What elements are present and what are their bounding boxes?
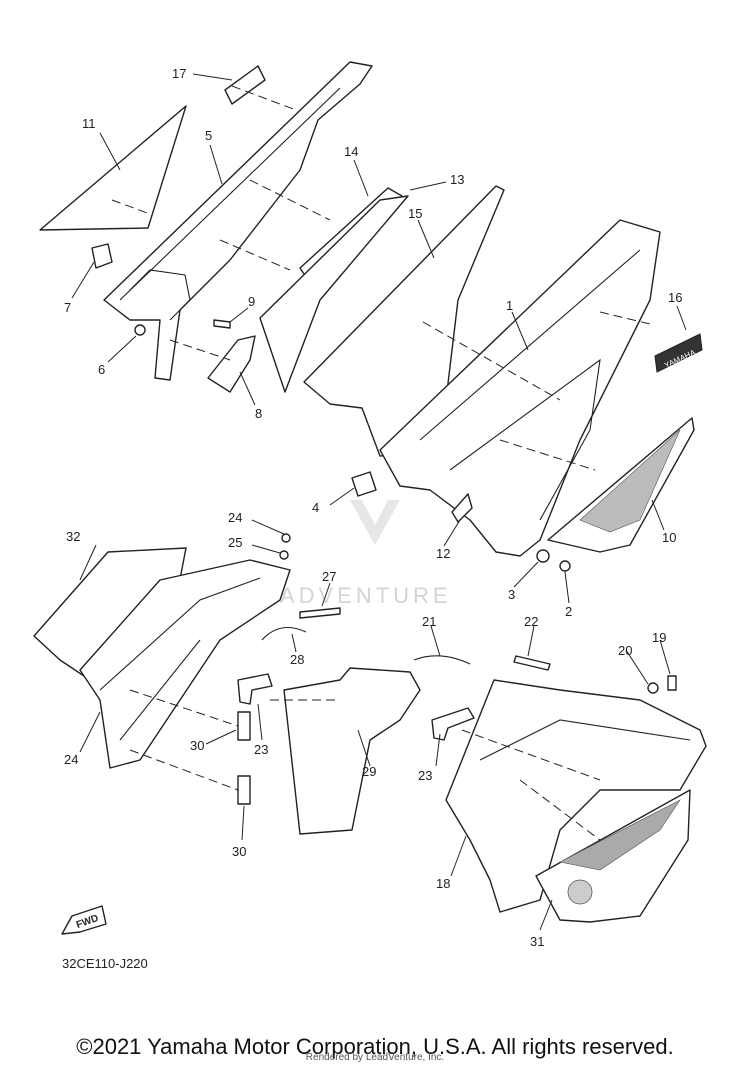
part-9-shape (213, 319, 231, 329)
diagram-code: 32CE110-J220 (62, 956, 148, 971)
callout-31: 31 (530, 934, 544, 949)
leader-lines (71, 73, 687, 931)
part-27-shape (261, 626, 307, 641)
part-12-shape (451, 493, 473, 523)
part-25-shape (281, 533, 291, 543)
callout-9: 9 (248, 294, 255, 309)
callout-8: 8 (255, 406, 262, 421)
part-5-shape (103, 61, 373, 381)
callout-29: 29 (362, 764, 376, 779)
part-30-shape-upper (237, 711, 251, 741)
callouts: 17 11 5 14 13 15 1 16 9 7 6 8 4 12 3 2 1… (64, 66, 682, 949)
part-17-label-shape (224, 65, 266, 105)
part-8-shape (207, 335, 256, 393)
callout-19: 19 (652, 630, 666, 645)
callout-25: 24 (228, 510, 242, 525)
fwd-arrow-icon: FWD (61, 905, 107, 935)
callout-23-right: 23 (418, 768, 432, 783)
callout-14: 14 (344, 144, 358, 159)
part-3-shape (536, 549, 550, 563)
callout-24: 24 (64, 752, 78, 767)
copyright-notice: ©2021 Yamaha Motor Corporation, U.S.A. A… (76, 1034, 674, 1059)
callout-6: 6 (98, 362, 105, 377)
part-28-shape (299, 607, 341, 619)
part-10-shape (547, 417, 695, 553)
part-26-shape (279, 550, 289, 560)
part-31-shape (535, 789, 691, 923)
part-24-shape (79, 559, 291, 769)
callout-13: 13 (450, 172, 464, 187)
callout-3: 3 (508, 587, 515, 602)
rendered-by-notice: Rendered by LeadVenture, Inc. (305, 1052, 445, 1063)
callout-26: 25 (228, 535, 242, 550)
callout-17: 17 (172, 66, 186, 81)
part-30-shape-lower (237, 775, 251, 805)
callout-15: 15 (408, 206, 422, 221)
callout-5: 5 (205, 128, 212, 143)
callout-7: 7 (64, 300, 71, 315)
part-20-shape (647, 682, 659, 694)
callout-27: 28 (290, 652, 304, 667)
part-18-shape (445, 679, 707, 913)
callout-23-left: 23 (254, 742, 268, 757)
callout-21: 21 (422, 614, 436, 629)
callout-2: 2 (565, 604, 572, 619)
part-6-shape (134, 324, 146, 336)
callout-16: 16 (668, 290, 682, 305)
part-4-shape (351, 471, 377, 497)
callout-10: 10 (662, 530, 676, 545)
part-13-shape (259, 195, 409, 393)
part-11-shape (39, 105, 187, 231)
callout-28: 27 (322, 569, 336, 584)
callout-12: 12 (436, 546, 450, 561)
part-16-badge: YAMAHA (654, 333, 703, 373)
callout-20: 20 (618, 643, 632, 658)
part-2-shape (559, 560, 571, 572)
callout-1: 1 (506, 298, 513, 313)
callout-22: 22 (524, 614, 538, 629)
part-19-shape (667, 675, 677, 691)
callout-30-lower: 30 (232, 844, 246, 859)
part-22-shape (513, 655, 551, 671)
callout-18: 18 (436, 876, 450, 891)
callout-11: 11 (82, 116, 96, 131)
callout-30-upper: 30 (190, 738, 204, 753)
callout-4: 4 (312, 500, 319, 515)
part-23-shape-left (237, 673, 273, 705)
part-21-shape (413, 655, 471, 665)
part-7-shape (91, 243, 113, 269)
callout-32: 32 (66, 529, 80, 544)
part-1-shape (379, 219, 661, 557)
part-23-shape-right (431, 707, 475, 741)
part-29-shape (283, 667, 421, 835)
